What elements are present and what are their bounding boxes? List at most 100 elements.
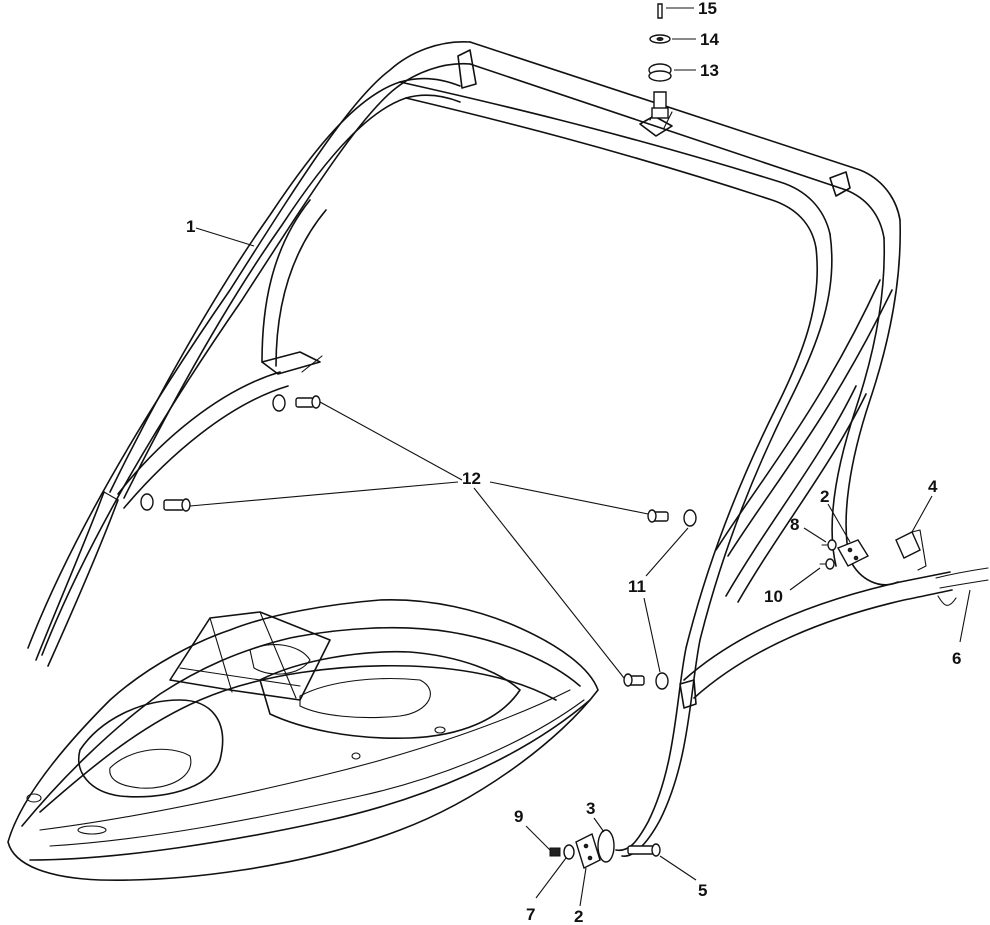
callout-2-front: 2 (574, 907, 583, 925)
callout-6: 6 (952, 649, 961, 668)
part-9-nut (549, 847, 561, 857)
left-lower-brace-edge (123, 385, 289, 509)
hardware-parts (140, 3, 927, 869)
right-brace-mid (725, 385, 857, 597)
left-lower-brace (117, 371, 281, 495)
boat-windshield (169, 611, 331, 701)
leader-6 (959, 589, 971, 643)
boat-hull-outline (7, 598, 599, 881)
rear-cable-lower (939, 579, 989, 589)
right-front-leg (621, 233, 833, 857)
right-brace-upper (715, 279, 881, 551)
boat-hull-stripe (49, 699, 585, 847)
callout-7: 7 (526, 905, 535, 924)
boat-gunwale (39, 664, 557, 813)
part-2-plate-front-hole-a (583, 843, 589, 849)
boat-illustration (7, 598, 599, 881)
leader-10 (789, 567, 821, 591)
callout-1: 1 (186, 217, 195, 236)
boat-bow-seating (78, 699, 224, 798)
left-leg-outer-tube (27, 41, 471, 649)
left-lower-leg-edge (47, 499, 119, 667)
boat-vent-rear (434, 726, 446, 734)
part-12-bolt-left-head (181, 498, 191, 512)
leader-12-d (473, 487, 625, 679)
leader-4 (911, 495, 933, 533)
right-joint-bracket (679, 679, 697, 709)
part-12-bolt-upper-head (311, 395, 321, 409)
boat-bow-seat-cushion (109, 748, 192, 789)
right-lower-rail-edge (693, 589, 953, 699)
callout-10: 10 (764, 587, 783, 606)
part-5-bolt (627, 845, 655, 855)
left-foot-bracket (261, 351, 321, 375)
part-2-plate-front (575, 833, 601, 869)
top-rear-crossbar-edge (469, 63, 885, 239)
top-front-crossbar-edge (405, 97, 817, 249)
callout-15: 15 (698, 0, 717, 18)
part-4-bracket (895, 531, 921, 559)
top-rung-center (639, 115, 673, 137)
leader-11-a (645, 527, 689, 577)
callout-5: 5 (698, 881, 707, 900)
left-leg-outer-tube-edge (41, 62, 471, 656)
part-14-washer-hole (656, 37, 664, 41)
part-12-bolt-upper (295, 397, 315, 408)
part-11-washer-upper (683, 509, 697, 527)
part-8-washer (827, 539, 837, 551)
callout-2-rear: 2 (820, 487, 829, 506)
boat-side-trim (39, 689, 571, 831)
left-lower-leg (35, 491, 105, 661)
part-10-washer (825, 558, 835, 570)
right-brace-upper-edge (727, 289, 893, 557)
boat-windshield-frame (179, 611, 301, 699)
part-15-screw (657, 3, 663, 19)
part-2-plate-front-hole-b (587, 855, 593, 861)
callout-labels: 1 15 14 13 12 11 2 4 8 10 6 3 9 7 2 5 (186, 0, 961, 925)
part-4-bracket-tab (911, 529, 927, 571)
part-12-bolt-right-head (647, 509, 657, 523)
top-rung-left (457, 49, 477, 89)
part-3-gasket (597, 829, 615, 863)
right-leg-outer-tube (845, 219, 902, 586)
right-lower-rail (683, 571, 951, 681)
boat-vent (351, 752, 361, 760)
tower-frame (27, 41, 989, 857)
leader-3 (593, 817, 605, 833)
part-12-bolt-left (163, 499, 185, 511)
rear-cable-drop (937, 595, 957, 606)
part-7-washer (563, 844, 575, 860)
boat-cleat (77, 825, 107, 835)
boat-keel-line (29, 699, 591, 861)
right-front-leg-edge (615, 247, 819, 852)
top-rung-right (829, 171, 851, 197)
callout-4: 4 (928, 477, 938, 496)
leader-7 (535, 857, 567, 899)
top-front-crossbar (399, 81, 831, 235)
boat-cockpit (259, 650, 521, 740)
left-leg-inner-tube (109, 77, 461, 493)
callout-3: 3 (586, 799, 595, 818)
left-leg-ring (103, 491, 119, 501)
boat-helm-seat (249, 644, 311, 675)
part-2-plate-rear-hole-a (847, 547, 853, 553)
part-2-plate-rear-hole-b (853, 555, 859, 561)
part-5-bolt-head (651, 843, 661, 857)
callout-13: 13 (700, 61, 719, 80)
part-12-nut-left (140, 493, 154, 511)
leader-12-a (319, 401, 463, 481)
left-foot-pin (301, 355, 323, 373)
top-rear-crossbar (469, 41, 901, 221)
leader-lines (189, 7, 971, 907)
leader-9 (525, 825, 551, 851)
callout-9: 9 (514, 807, 523, 826)
boat-bow-light (26, 793, 42, 803)
part-13-bushing-base (648, 70, 672, 82)
callout-14: 14 (700, 30, 719, 49)
right-leg-outer-tube-edge (831, 237, 886, 567)
leader-2-rear (827, 503, 851, 543)
part-12-nut-upper (272, 394, 286, 412)
callout-8: 8 (790, 515, 799, 534)
left-strut (261, 199, 311, 363)
